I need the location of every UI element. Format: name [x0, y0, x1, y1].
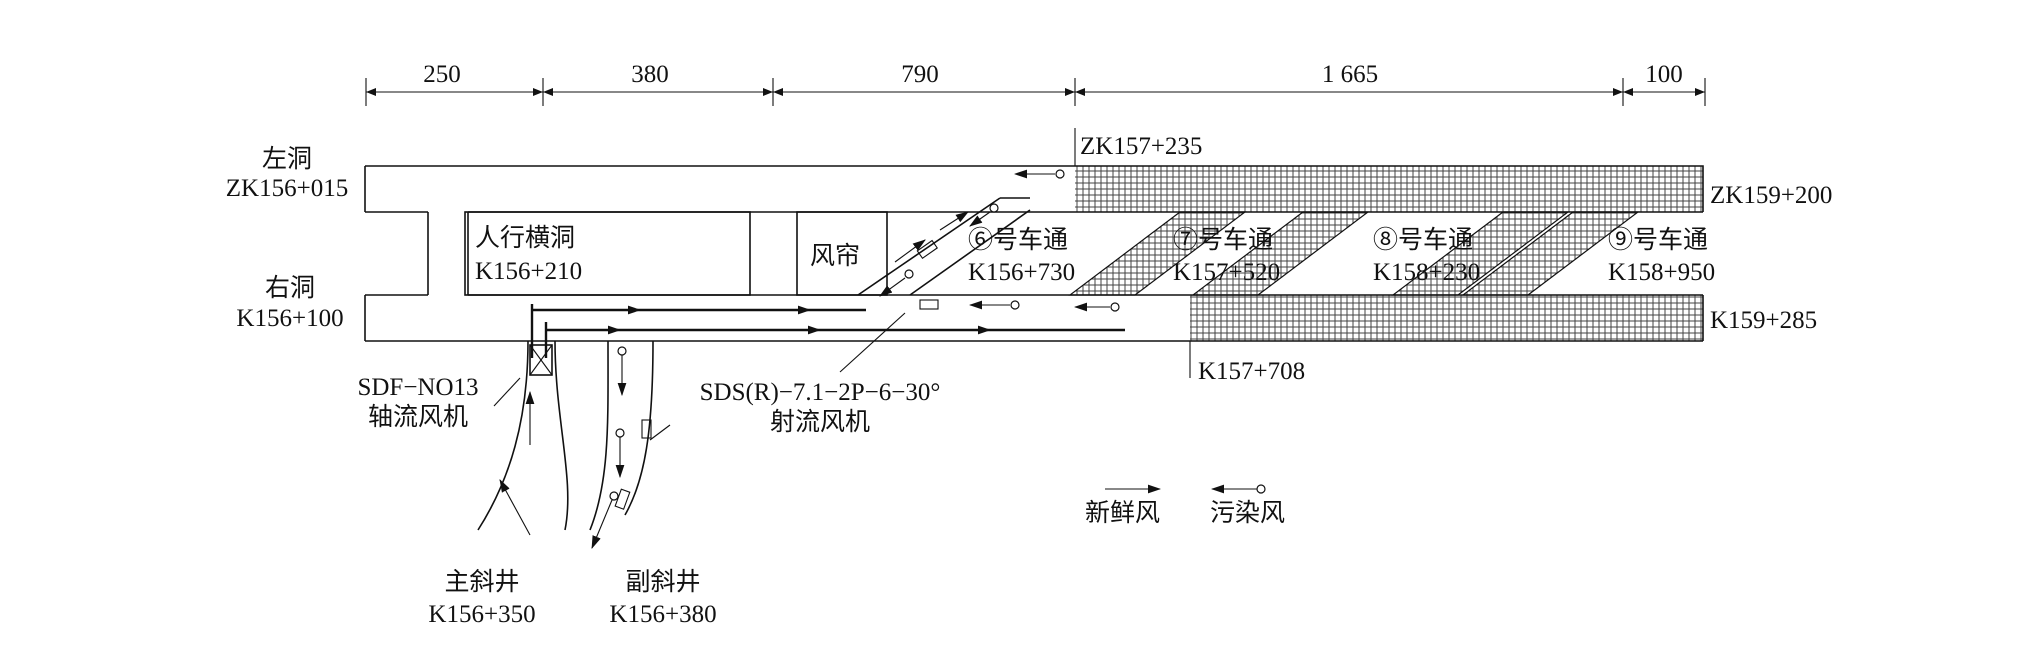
jet-fan-icon: [919, 299, 939, 310]
cross-tunnel-6-name: ⑥号车通: [968, 226, 1068, 254]
cross-tunnel-7-station: K157+520: [1173, 259, 1280, 286]
legend-polluted-air-icon: [1210, 484, 1266, 494]
main-shaft-name: 主斜井: [444, 568, 519, 596]
aux-shaft-station: K156+380: [609, 601, 716, 628]
left-tunnel-name: 左洞: [262, 145, 312, 173]
cross-tunnel-6-station: K156+730: [968, 259, 1075, 286]
polluted-air-arrow: [1073, 302, 1120, 312]
right-tunnel-start-station: K156+100: [236, 305, 343, 332]
legend: 新鲜风 污染风: [1085, 484, 1285, 527]
polluted-air-arrow: [1013, 169, 1065, 179]
pedestrian-passage-name: 人行横洞: [475, 224, 575, 252]
cross-tunnel-9-station: K158+950: [1608, 259, 1715, 286]
diagonal-duct: [857, 197, 1031, 296]
polluted-air-arrow: [968, 300, 1020, 310]
polluted-air-arrow: [591, 491, 619, 550]
jet-fan-name: 射流风机: [770, 408, 870, 436]
jet-fan-icon: [916, 239, 939, 260]
dimension-label: 250: [423, 61, 461, 88]
left-tunnel-end-station: ZK159+200: [1710, 182, 1832, 209]
aux-shaft-right-wall: [624, 340, 654, 516]
right-tunnel-mark-station: K157+708: [1198, 358, 1305, 385]
dimension-bar: 250 380 790 1 665 100: [365, 61, 1706, 106]
main-shaft-left-wall: [477, 340, 529, 531]
dimension-label: 100: [1645, 61, 1683, 88]
main-inclined-shaft: [477, 340, 569, 536]
aux-shaft-name: 副斜井: [625, 568, 700, 596]
jet-fan-leader-tunnel: [839, 312, 906, 373]
jet-fan-leader-shaft: [649, 424, 671, 441]
fresh-air-arrow: [939, 211, 969, 231]
duct-line: [857, 197, 1001, 296]
legend-polluted-air-label: 污染风: [1210, 499, 1285, 527]
polluted-air-arrow: [969, 203, 999, 227]
jet-fan-symbols: [614, 239, 939, 510]
fresh-air-arrow: [499, 479, 531, 536]
axial-fan-icon: [529, 344, 553, 376]
pedestrian-passage-box: [464, 211, 751, 296]
main-shaft-right-wall: [554, 340, 569, 531]
legend-fresh-air-label: 新鲜风: [1085, 499, 1160, 527]
cross-tunnel-9-name: ⑨号车通: [1608, 226, 1708, 254]
polluted-air-arrow: [615, 428, 625, 479]
dimension-label: 380: [631, 61, 669, 88]
left-tunnel-top: [365, 165, 1704, 212]
aux-shaft-left-wall: [589, 340, 609, 531]
dimension-label: 1 665: [1322, 61, 1378, 88]
right-tunnel-end-station: K159+285: [1710, 307, 1817, 334]
cross-tunnel-8-station: K158+230: [1373, 259, 1480, 286]
cross-tunnel-7-name: ⑦号车通: [1173, 226, 1273, 254]
fresh-air-arrow: [894, 239, 926, 263]
jet-fan-model: SDS(R)−7.1−2P−6−30°: [700, 379, 941, 406]
duct-line: [909, 209, 1031, 296]
cross-tunnel-8-name: ⑧号车通: [1373, 226, 1473, 254]
axial-fan-leader: [493, 377, 521, 407]
left-tunnel-start-station: ZK156+015: [226, 175, 348, 202]
left-tunnel-hatched-zone: [1075, 166, 1703, 212]
jet-fan-icon: [614, 488, 631, 510]
air-curtain-box: [796, 211, 888, 296]
polluted-air-arrow: [617, 346, 627, 397]
axial-fan-name: 轴流风机: [368, 403, 468, 431]
auxiliary-inclined-shaft: [589, 340, 654, 550]
pedestrian-passage-station: K156+210: [475, 258, 582, 285]
polluted-air-arrow: [879, 269, 914, 297]
main-shaft-station: K156+350: [428, 601, 535, 628]
axial-fan-model: SDF−NO13: [357, 374, 478, 401]
right-tunnel-hatched-zone: [1190, 295, 1703, 341]
dimension-label: 790: [901, 61, 939, 88]
fresh-air-arrows: [580, 211, 1115, 335]
air-curtain-label: 风帘: [810, 242, 860, 270]
polluted-air-arrows: [879, 169, 1120, 312]
jet-fan-icon: [641, 419, 652, 439]
left-tunnel-mark-station: ZK157+235: [1080, 133, 1202, 160]
axial-fan-symbol: [529, 344, 553, 376]
right-tunnel-name: 右洞: [265, 274, 315, 302]
